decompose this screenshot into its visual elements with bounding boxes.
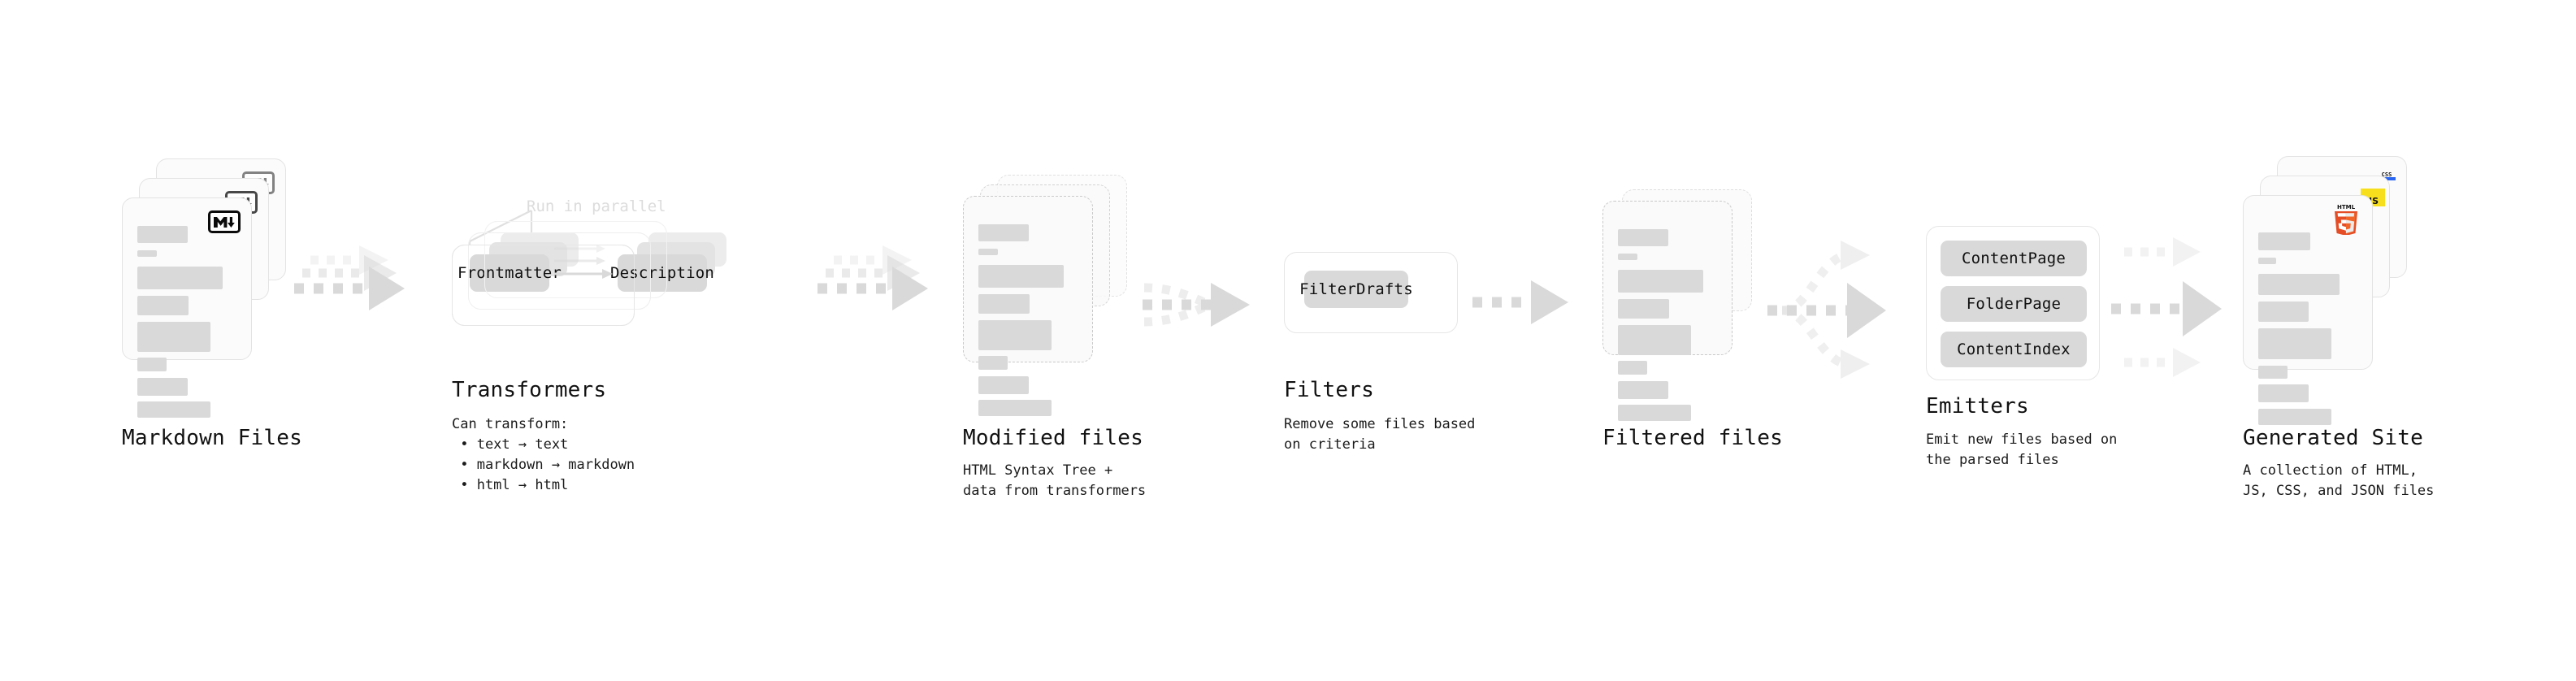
filters-box: FilterDrafts (1284, 252, 1458, 333)
transformer-chip-frontmatter[interactable]: Frontmatter (458, 254, 562, 292)
markdown-card-lines (123, 198, 251, 418)
arrow-emitters-to-site (2111, 237, 2222, 377)
markdown-icon (208, 210, 241, 233)
site-card-lines (2244, 196, 2372, 425)
svg-text:HTML: HTML (2337, 204, 2356, 210)
html5-icon: HTML (2332, 202, 2360, 238)
caption-modified-files: Modified files (963, 426, 1143, 450)
emitter-chip-contentpage[interactable]: ContentPage (1941, 241, 2087, 276)
transformer-inner-arrows (554, 245, 613, 279)
emitter-chip-folderpage[interactable]: FolderPage (1941, 286, 2087, 322)
transformer-chip-description[interactable]: Description (610, 254, 714, 292)
caption-filtered-files: Filtered files (1602, 426, 1783, 450)
emitter-chip-contentindex[interactable]: ContentIndex (1941, 332, 2087, 367)
arrow-markdown-to-transformers (294, 245, 405, 310)
subcaption-emitters: Emit new files based on the parsed files (1926, 432, 2118, 468)
subcaption-generated-site: A collection of HTML, JS, CSS, and JSON … (2243, 462, 2435, 499)
modified-card-front (963, 196, 1093, 416)
svg-text:CSS: CSS (2382, 171, 2392, 178)
emitters-box: ContentPage FolderPage ContentIndex (1926, 226, 2100, 380)
arrow-filters-to-filtered (1472, 280, 1568, 324)
subcaption-modified-files: HTML Syntax Tree + data from transformer… (963, 462, 1147, 499)
caption-transformers: Transformers (452, 378, 607, 402)
arrow-filtered-to-emitters (1767, 241, 1886, 379)
caption-emitters: Emitters (1926, 394, 2029, 419)
modified-card-lines (964, 197, 1092, 416)
run-in-parallel-label: Run in parallel (527, 197, 666, 215)
caption-filters: Filters (1284, 378, 1374, 402)
filtered-card-lines (1603, 202, 1732, 421)
filter-chip-filterdrafts[interactable]: FilterDrafts (1299, 271, 1413, 308)
subcaption-transformers: Can transform: • text → text • markdown … (452, 416, 635, 493)
filtered-card-front (1602, 201, 1733, 421)
subcaption-filters: Remove some files based on criteria (1284, 416, 1476, 453)
caption-generated-site: Generated Site (2243, 426, 2423, 450)
arrow-modified-to-filters (1143, 283, 1250, 327)
arrow-transformers-to-modified (817, 245, 928, 310)
caption-markdown-files: Markdown Files (122, 426, 302, 450)
